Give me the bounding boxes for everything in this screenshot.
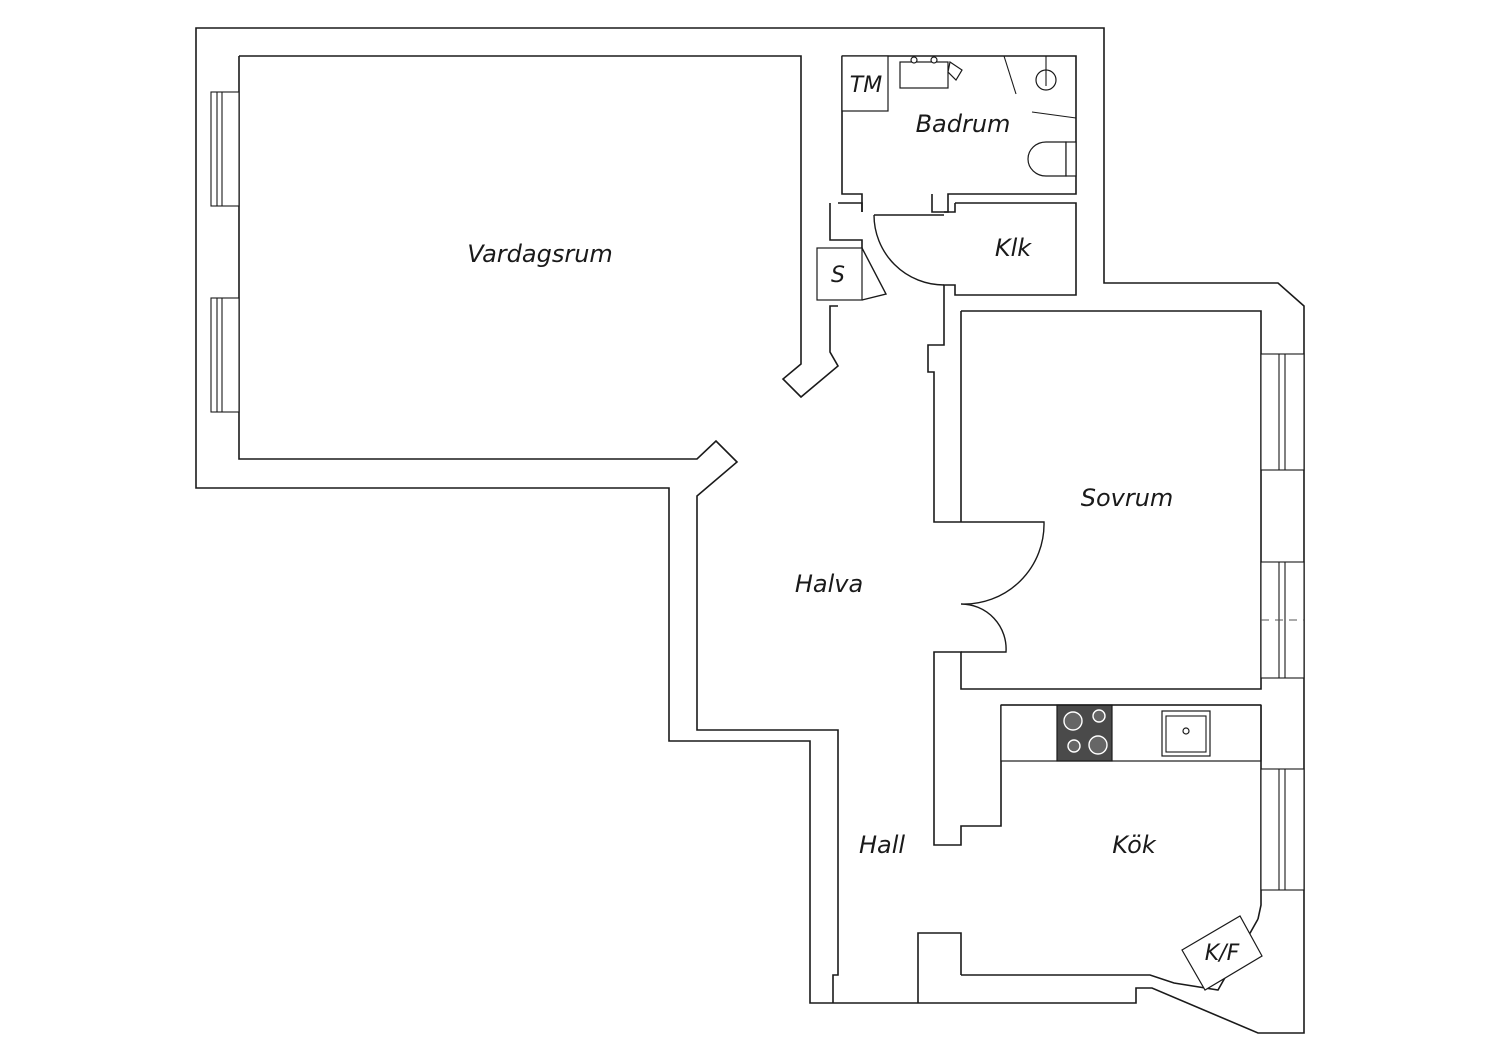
window-west-1 bbox=[210, 91, 240, 207]
toilet-icon bbox=[1027, 141, 1067, 177]
label-kf: K/F bbox=[1205, 941, 1240, 966]
label-halva: Halva bbox=[795, 570, 863, 598]
label-s: S bbox=[831, 263, 845, 288]
closet-door[interactable] bbox=[873, 214, 945, 286]
label-vardagsrum: Vardagsrum bbox=[467, 240, 613, 268]
tm-box bbox=[841, 55, 889, 112]
counter bbox=[1000, 704, 1262, 762]
window-east-3 bbox=[1260, 768, 1305, 891]
window-east-1 bbox=[1260, 353, 1305, 471]
kf-unit bbox=[1181, 915, 1263, 991]
bedroom-door[interactable] bbox=[960, 521, 1045, 653]
room-labels: Vardagsrum Badrum TM Klk S Sovrum Halva … bbox=[467, 73, 1239, 966]
label-badrum: Badrum bbox=[916, 110, 1011, 138]
exterior-walls bbox=[195, 27, 1305, 1034]
sink-icon bbox=[899, 61, 949, 89]
label-kok: Kök bbox=[1112, 831, 1157, 859]
label-klk: Klk bbox=[995, 234, 1032, 262]
bathroom bbox=[841, 55, 1077, 213]
bedroom bbox=[933, 310, 1305, 846]
closets bbox=[816, 202, 1077, 523]
label-sovrum: Sovrum bbox=[1081, 484, 1174, 512]
label-hall: Hall bbox=[859, 831, 905, 859]
s-cabinet bbox=[816, 247, 863, 301]
label-tm: TM bbox=[850, 73, 882, 98]
window-west-2 bbox=[210, 297, 240, 413]
kitchen bbox=[917, 704, 1305, 1003]
